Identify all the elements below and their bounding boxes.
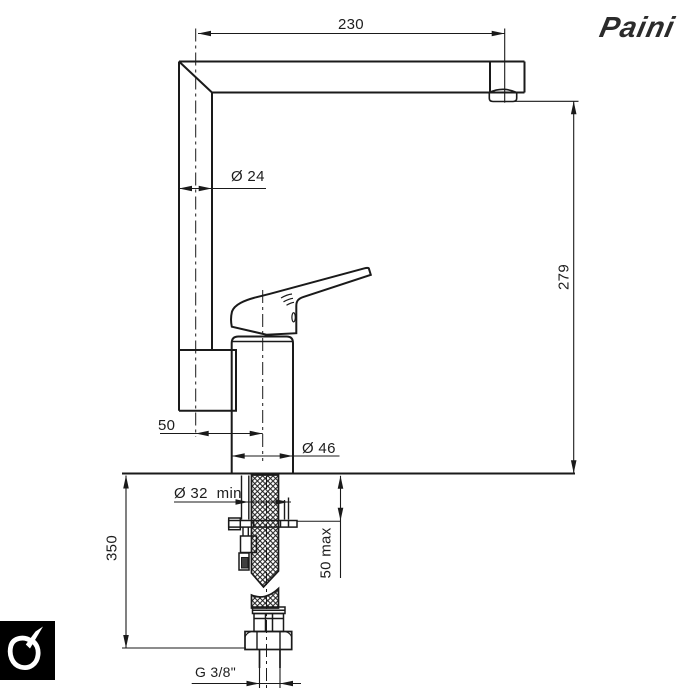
mounting-studs xyxy=(240,475,290,536)
dim-label-deck-max: 50 max xyxy=(317,527,335,579)
dim-label-spout-diameter: Ø 24 xyxy=(231,168,265,185)
dim-label-spout-reach: 230 xyxy=(338,16,364,33)
faucet-handle xyxy=(230,266,373,336)
mounting-nuts xyxy=(238,535,258,571)
dim-label-thread: G 3/8" xyxy=(195,664,237,680)
dimension-lines xyxy=(122,28,579,688)
dim-label-hole-min: Ø 32 min xyxy=(174,485,242,502)
supply-hose-lower xyxy=(250,586,280,609)
installation-parts xyxy=(122,472,575,668)
dim-label-axis-offset: 50 xyxy=(158,417,176,434)
hose-fitting xyxy=(251,606,286,633)
faucet-outline xyxy=(178,60,526,475)
mounting-washer xyxy=(227,517,298,531)
handle-detail-marks xyxy=(280,293,296,323)
dim-label-spout-height: 279 xyxy=(555,264,573,290)
dim-label-body-diameter: Ø 46 xyxy=(302,440,336,457)
dimension-arrowheads xyxy=(123,30,577,687)
dim-label-hose-length: 350 xyxy=(103,535,121,561)
hex-nut xyxy=(244,630,293,651)
brand-wordmark: Paini xyxy=(596,12,678,44)
supply-hose-upper xyxy=(250,474,280,589)
paini-apple-logo-icon xyxy=(0,621,55,680)
thread-tail xyxy=(258,649,281,668)
